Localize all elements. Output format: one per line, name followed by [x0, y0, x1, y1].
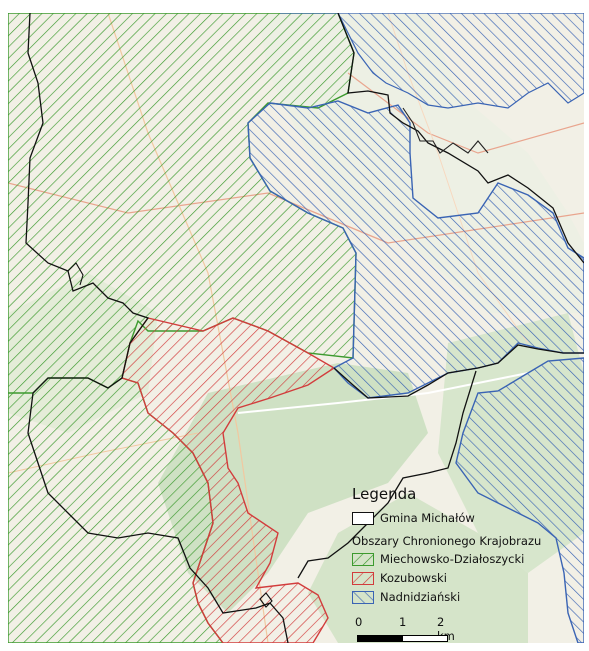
legend-item-kozubowski: Kozubowski	[352, 571, 447, 585]
legend-label-miechowsko: Miechowsko-Działoszycki	[380, 552, 525, 566]
legend-group-title: Obszary Chronionego Krajobrazu	[352, 534, 542, 548]
village-cluster	[67, 262, 273, 608]
map-canvas[interactable]	[8, 13, 584, 643]
area-nadnidzianski-east[interactable]	[455, 357, 584, 643]
scale-segment-white	[402, 635, 448, 642]
legend-label-nadnidzianski: Nadnidziański	[380, 590, 461, 604]
legend-item-nadnidzianski: Nadnidziański	[352, 590, 460, 604]
legend-label-boundary: Gmina Michałów	[380, 511, 475, 525]
legend-item-boundary: Gmina Michałów	[352, 511, 475, 525]
blue-hatch-swatch	[352, 590, 374, 604]
red-hatch-swatch	[352, 571, 374, 585]
legend: Legenda Gmina Michałów Obszary Chronione…	[346, 483, 584, 643]
scale-tick-1: 1	[399, 615, 407, 629]
green-hatch-swatch	[352, 552, 374, 566]
scale-segment-black	[357, 635, 403, 642]
legend-label-kozubowski: Kozubowski	[380, 571, 447, 585]
boundary-swatch	[352, 511, 374, 525]
gmina-michalow-boundary[interactable]	[25, 13, 584, 643]
legend-title: Legenda	[352, 485, 417, 503]
map-frame: Legenda Gmina Michałów Obszary Chronione…	[8, 13, 584, 643]
area-nadnidzianski-north[interactable]	[280, 13, 584, 109]
legend-item-miechowsko: Miechowsko-Działoszycki	[352, 552, 524, 566]
scale-tick-0: 0	[355, 615, 363, 629]
area-kozubowski[interactable]	[121, 317, 336, 643]
area-nadnidzianski-center[interactable]	[247, 100, 584, 399]
river	[402, 107, 489, 154]
